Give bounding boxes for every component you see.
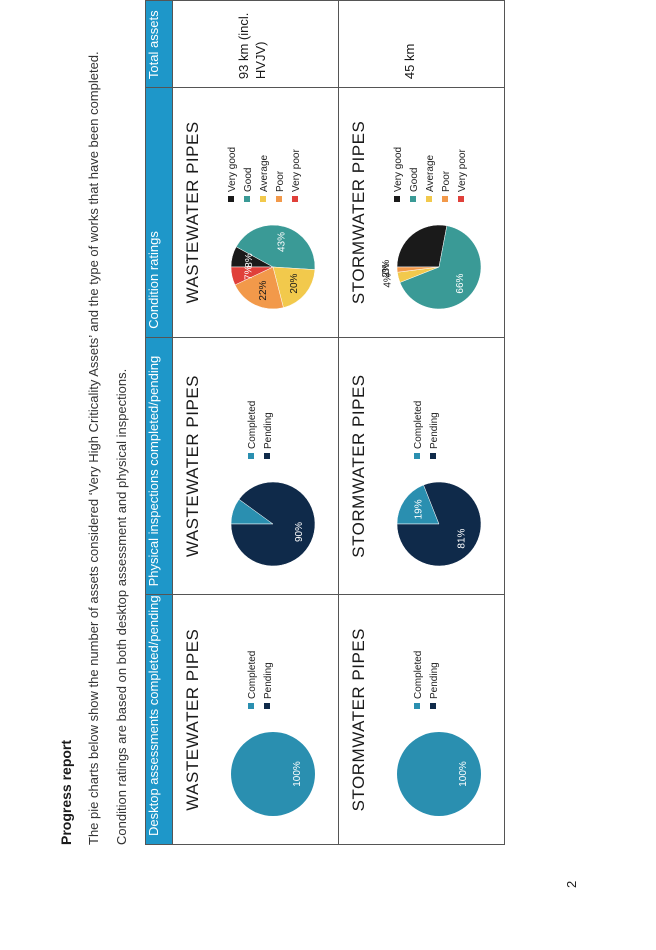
legend-label-completed: Completed [413,651,424,699]
header-desktop: Desktop assessments completed/pending [145,594,173,845]
pie-label: 100% [292,761,303,787]
pie-slice-completed [396,484,440,525]
cell-title: STORMWATER PIPES [349,374,368,558]
pie-label: 66% [455,273,466,293]
legend-swatch-good [244,195,250,202]
legend-label-average: Average [425,154,436,192]
legend-swatch-completed [248,453,254,460]
header-condition: Condition ratings [145,87,173,338]
pie-slice-very-good [396,224,448,267]
pie-chart-sw-physical: 19% 81% Completed Pending [396,401,482,567]
page-number: 2 [564,880,579,888]
cell-sw-condition: STORMWATER PIPES 66% 4%2%0% Very good Good A… [338,87,505,338]
cell-ww-total: 93 km (incl. HVJV) [172,0,339,88]
pie-label: 19% [414,500,425,520]
legend-label-very-poor: Very poor [457,148,468,191]
pie-label: 100% [458,761,469,787]
legend-swatch-very-good [394,195,400,202]
legend-label-completed: Completed [413,401,424,449]
cell-sw-total: 45 km [338,0,505,88]
pie-label: 20% [289,273,300,293]
legend-swatch-completed [248,703,254,709]
legend-label-poor: Poor [441,170,452,192]
legend-label-poor: Poor [275,170,286,192]
legend-label-average: Average [259,154,270,192]
legend-label-completed: Completed [247,401,258,449]
table-header-row: Desktop assessments completed/pending Ph… [145,0,173,845]
pie-slice-average [272,266,316,308]
pie-label: 4% [383,273,394,288]
legend-swatch-pending [264,453,270,460]
cell-ww-physical: WASTEWATER PIPES 90% Completed Pending [172,337,339,595]
cell-title: STORMWATER PIPES [349,628,368,812]
cell-title: WASTEWATER PIPES [183,374,202,558]
pie-chart-sw-condition: 66% 4%2%0% Very good Good Average Poor Very po… [381,147,482,309]
legend-swatch-good [410,195,416,202]
cell-sw-physical: STORMWATER PIPES 19% 81% Completed Pending [338,337,505,595]
pie-slice-pending [230,482,316,567]
header-physical: Physical inspections completed/pending [145,337,173,595]
header-total: Total assets [145,0,173,88]
cell-title: WASTEWATER PIPES [183,121,202,304]
pie-chart-ww-condition: 8% 43% 20% 22%7% Very good Good Average Poor Ver… [227,147,316,309]
legend-label-pending: Pending [263,413,274,450]
pie-slice-good [399,225,482,309]
pie-slice-completed [231,732,315,816]
pie-label: 8% [244,253,255,268]
legend-swatch-very-poor [292,195,298,202]
legend-swatch-average [260,195,266,202]
pie-label: 7% [244,265,255,280]
pie-slice-pending [396,482,482,567]
pie-chart-sw-desktop: 100% Completed Pending [397,651,481,816]
intro-paragraph: The pie charts below show the number of … [86,51,101,845]
legend-swatch-completed [414,453,420,460]
cell-title: STORMWATER PIPES [349,120,368,305]
legend-label-pending: Pending [429,662,440,699]
pie-slice-poor [396,266,440,273]
pie-slice-good [235,224,316,270]
condition-note: Condition ratings are based on both desk… [114,368,129,845]
legend-swatch-very-good [228,195,234,202]
legend-swatch-pending [430,703,436,709]
legend-swatch-completed [414,703,420,709]
total-assets-value: 45 km [402,43,417,80]
pie-label: 0% [381,259,392,274]
legend-label-very-good: Very good [227,147,238,192]
legend-swatch-poor [276,195,282,202]
legend-label-good: Good [409,167,420,191]
pie-chart-ww-physical: 90% Completed Pending [230,401,316,567]
page-title: Progress report [58,739,74,845]
pie-label: 2% [381,263,392,278]
legend-swatch-pending [264,703,270,709]
legend-label-very-poor: Very poor [291,148,302,191]
legend-label-completed: Completed [247,651,258,699]
cell-ww-desktop: WASTEWATER PIPES 100% Completed Pending [172,594,339,845]
cell-sw-desktop: STORMWATER PIPES 100% Completed Pending [338,594,505,845]
asset-table: Desktop assessments completed/pending Ph… [145,0,505,845]
legend-swatch-very-poor [458,195,464,202]
pie-label: 90% [294,522,305,542]
pie-slice-poor [234,266,284,309]
pie-slice-very-poor [230,266,274,285]
pie-label: 22% [258,280,269,300]
legend-label-very-good: Very good [393,147,404,192]
pie-chart-ww-desktop: 100% Completed Pending [231,651,315,816]
pie-label: 43% [276,232,287,252]
legend-swatch-pending [430,453,436,460]
cell-title: WASTEWATER PIPES [183,628,202,811]
legend-swatch-average [426,195,432,202]
legend-swatch-poor [442,195,448,202]
pie-label: 81% [457,529,468,549]
pie-slice-completed [397,732,481,816]
legend-label-pending: Pending [429,413,440,450]
legend-label-good: Good [243,167,254,191]
total-assets-value: 93 km (incl. HVJV) [236,12,268,80]
cell-ww-condition: WASTEWATER PIPES 8% 43% 20% 22%7% Very good G… [172,87,339,338]
legend-label-pending: Pending [263,662,274,699]
